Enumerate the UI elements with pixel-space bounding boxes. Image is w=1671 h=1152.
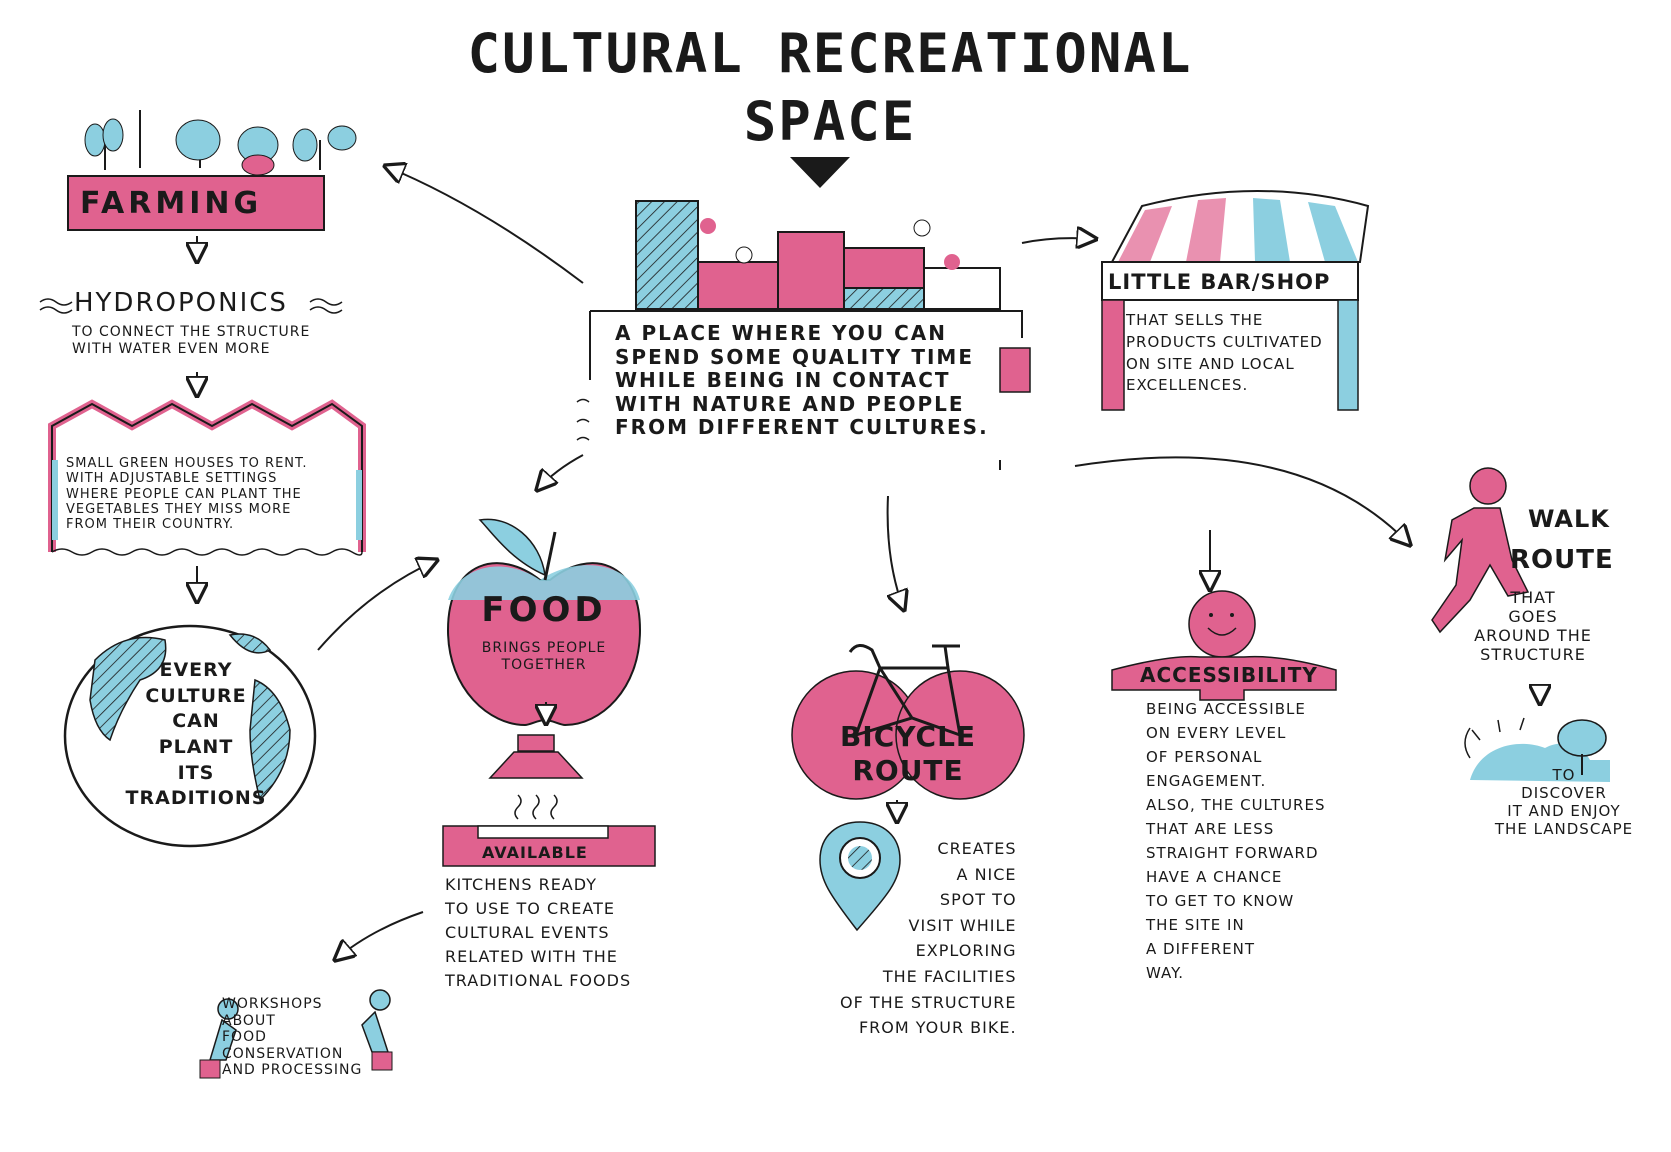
kitchens-description: kitchens ready to use to create cultural… xyxy=(445,875,632,990)
bicycle-route-label: Bicycle route xyxy=(839,720,977,787)
little-bar-description: That sells the products cultivated on si… xyxy=(1126,311,1323,395)
walk-label: Walk xyxy=(1528,505,1610,533)
food-label: Food xyxy=(481,590,607,630)
walking-person-icon xyxy=(1431,467,1530,634)
apple-icon xyxy=(446,518,642,727)
smiling-person-icon xyxy=(1111,590,1337,701)
workshops-description: Workshops about food conservation and pr… xyxy=(222,996,363,1079)
bicycle-route-description: creates a nice spot to visit while explo… xyxy=(840,839,1017,1038)
route-label: route xyxy=(1510,545,1614,575)
map-pin-icon xyxy=(819,821,901,932)
workshop-people-icon xyxy=(199,989,393,1079)
farming-label: Farming xyxy=(80,186,263,221)
little-bar-label: Little Bar/Shop xyxy=(1108,270,1331,294)
globe-text: Every culture can plant its traditions xyxy=(125,659,267,810)
walk-route-description: That goes around the structure xyxy=(1474,588,1592,664)
hydroponics-label: Hydroponics xyxy=(74,288,288,318)
globe-icon xyxy=(63,624,317,848)
page-title: Cultural Recreational Space xyxy=(467,22,1193,153)
shop-awning-icon xyxy=(1101,190,1370,411)
kitchen-icon xyxy=(442,734,656,867)
center-description: A place where you can spend some quality… xyxy=(615,321,989,440)
title-pointer-icon xyxy=(790,157,850,188)
accessibility-description: Being accessible on every level of perso… xyxy=(1146,700,1326,982)
central-building-icon xyxy=(576,200,1031,470)
greenhouses-icon xyxy=(48,399,366,556)
bicycle-icon xyxy=(791,644,1025,800)
landscape-icon xyxy=(1464,717,1610,782)
food-subtitle: Brings people together xyxy=(481,640,607,673)
plants-icon xyxy=(84,110,357,176)
hydroponics-description: To connect the structure with water even… xyxy=(72,324,311,357)
kitchens-label: Available xyxy=(482,843,588,862)
greenhouses-description: Small green houses to rent. With adjusta… xyxy=(66,456,308,533)
farming-banner xyxy=(67,175,325,231)
landscape-description: To discover it and enjoy the landscape xyxy=(1494,766,1634,838)
accessibility-label: Accessibility xyxy=(1140,663,1318,687)
